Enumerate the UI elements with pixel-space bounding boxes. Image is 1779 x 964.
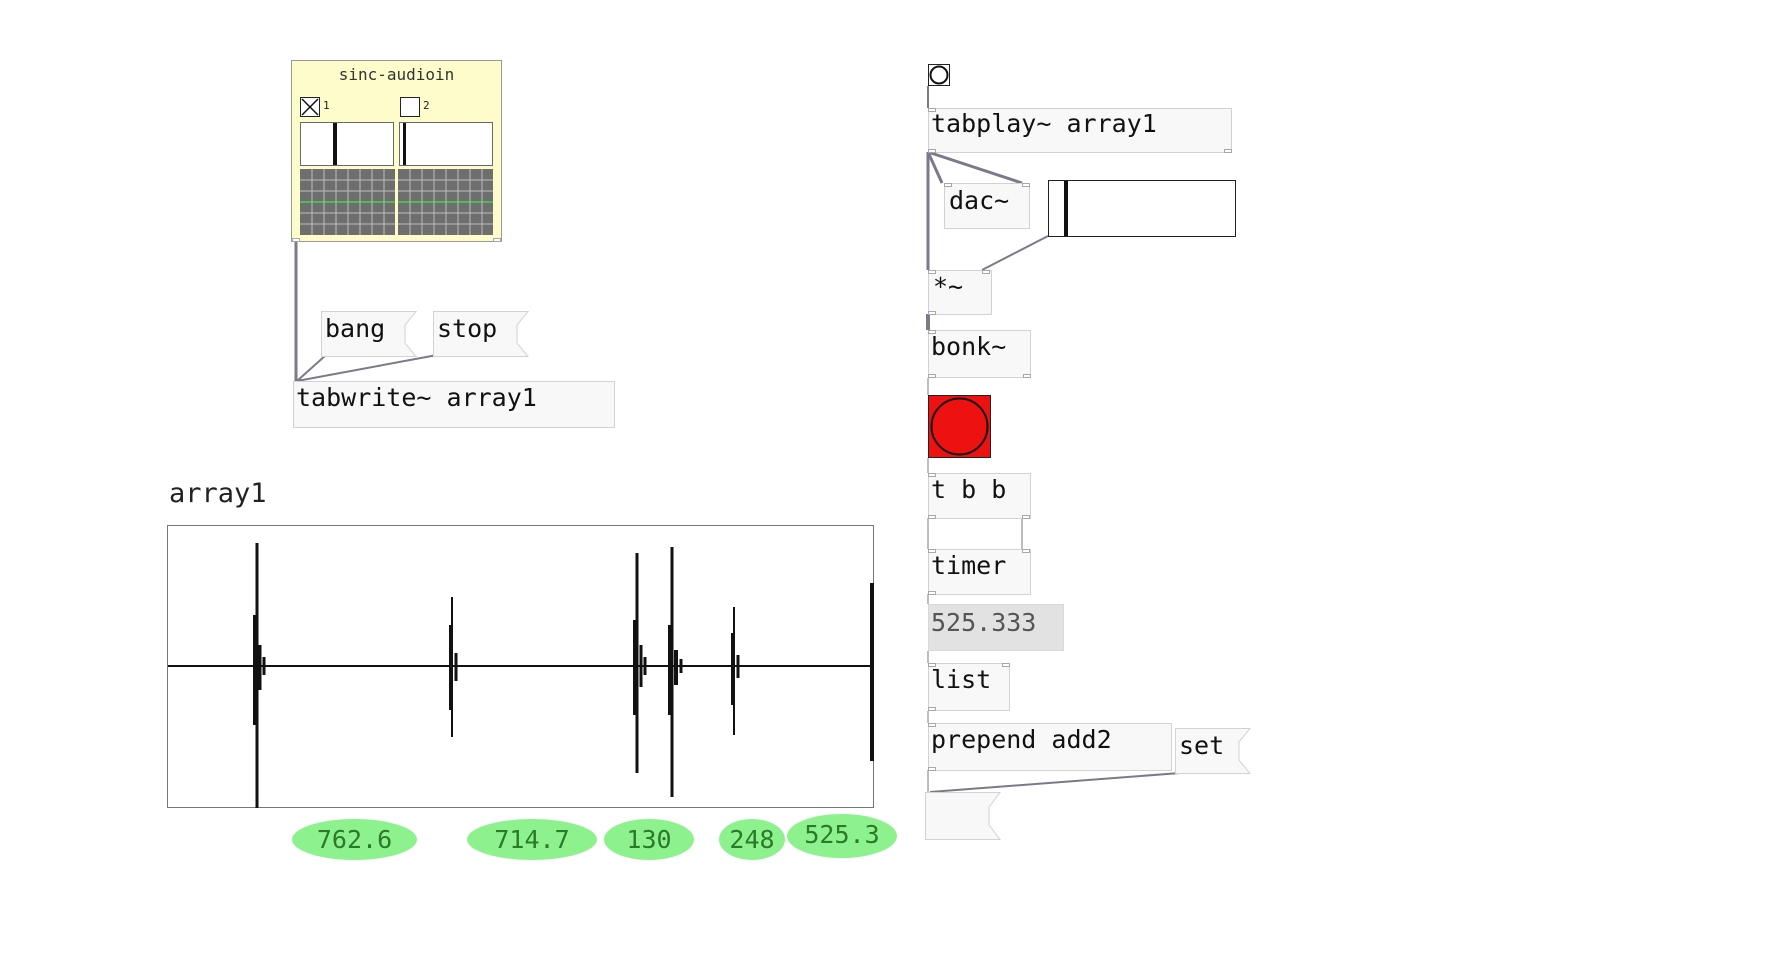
onset-interval-label: 525.3 xyxy=(787,814,897,858)
tabwrite-object[interactable]: tabwrite~ array1 xyxy=(293,381,615,428)
array-graph[interactable] xyxy=(167,525,874,808)
dac-object[interactable]: dac~ xyxy=(944,183,1030,229)
bang-message[interactable]: bang xyxy=(321,311,418,357)
multiply-signal-object[interactable]: *~ xyxy=(928,270,992,315)
onset-interval-label: 714.7 xyxy=(467,819,597,860)
trigger-object[interactable]: t b b xyxy=(928,473,1031,519)
timer-object[interactable]: timer xyxy=(928,549,1031,595)
set-message[interactable]: set xyxy=(1175,728,1252,774)
play-bang-button[interactable] xyxy=(928,64,950,86)
prepend-object[interactable]: prepend add2 xyxy=(928,723,1172,771)
tabplay-object[interactable]: tabplay~ array1 xyxy=(928,108,1232,153)
bang-circle-icon xyxy=(929,65,949,85)
output-message[interactable] xyxy=(925,792,1002,840)
list-object[interactable]: list xyxy=(928,663,1010,711)
bang-message-label: bang xyxy=(325,314,386,343)
set-message-label: set xyxy=(1179,731,1225,760)
sinc-audioin-title: sinc-audioin xyxy=(338,65,455,84)
channel-2-toggle[interactable] xyxy=(400,97,420,117)
onset-interval-label: 248 xyxy=(719,819,785,860)
channel-2-scope xyxy=(398,169,493,235)
onset-interval-label: 762.6 xyxy=(292,819,417,860)
volume-slider[interactable] xyxy=(1048,180,1236,237)
channel-2-level-slider[interactable] xyxy=(399,122,493,166)
interval-number-box[interactable]: 525.333 xyxy=(928,604,1064,651)
onset-bang-indicator[interactable] xyxy=(928,395,991,458)
stop-message[interactable]: stop xyxy=(433,311,530,357)
channel-1-level-slider[interactable] xyxy=(300,122,394,166)
array-name-label: array1 xyxy=(169,478,267,509)
channel-1-toggle[interactable] xyxy=(300,97,320,117)
bonk-object[interactable]: bonk~ xyxy=(928,330,1031,378)
stop-message-label: stop xyxy=(437,314,498,343)
checked-x-icon xyxy=(301,98,319,116)
channel-1-label: 1 xyxy=(323,99,330,112)
channel-1-scope xyxy=(300,169,395,235)
onset-interval-label: 130 xyxy=(604,819,694,860)
bang-circle-icon xyxy=(930,397,989,456)
channel-2-label: 2 xyxy=(423,99,430,112)
sinc-audioin-panel[interactable]: sinc-audioin 1 2 xyxy=(291,60,502,242)
